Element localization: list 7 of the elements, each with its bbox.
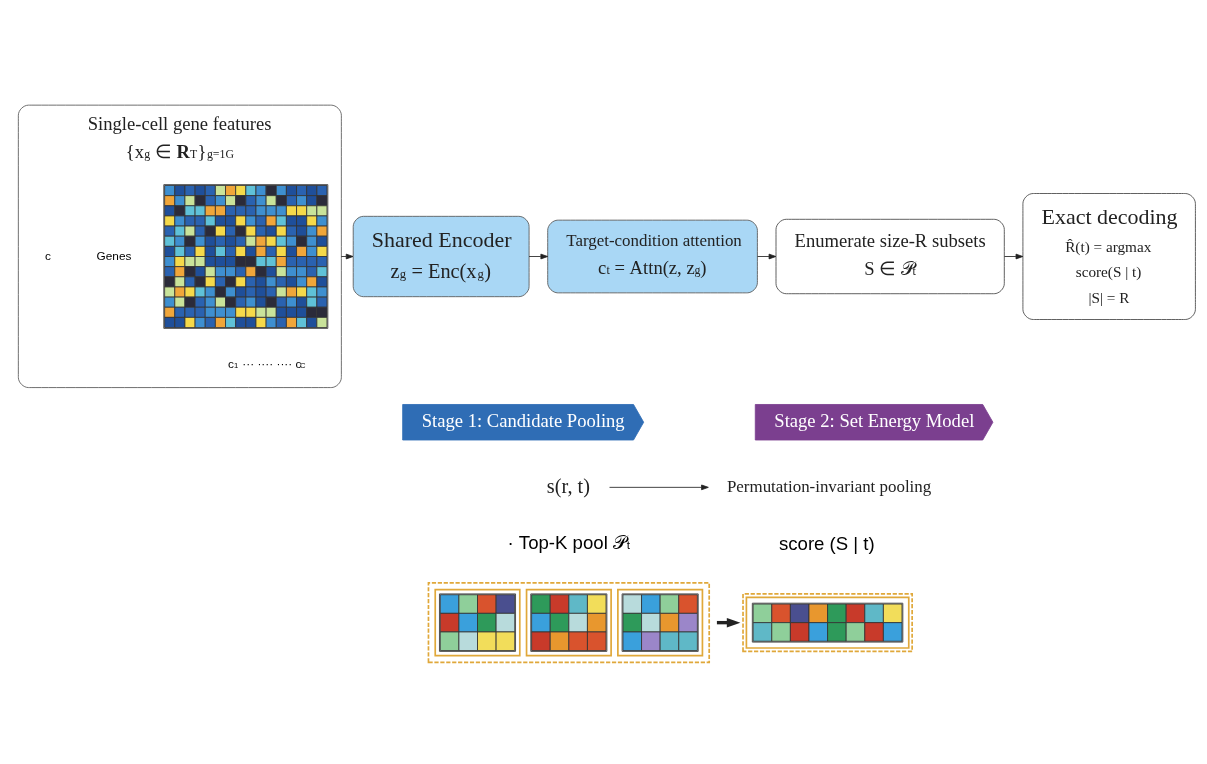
label: c1 ··· ···· ···· cC [228,356,306,371]
node-text: Permutation-invariant pooling [726,476,932,496]
label: c [44,248,51,263]
label: Genes [96,248,132,263]
label: · Top-K pool 𝒫t [507,531,631,553]
label: score (S | t) [778,532,875,554]
node-text: s(r, t) [546,474,590,497]
